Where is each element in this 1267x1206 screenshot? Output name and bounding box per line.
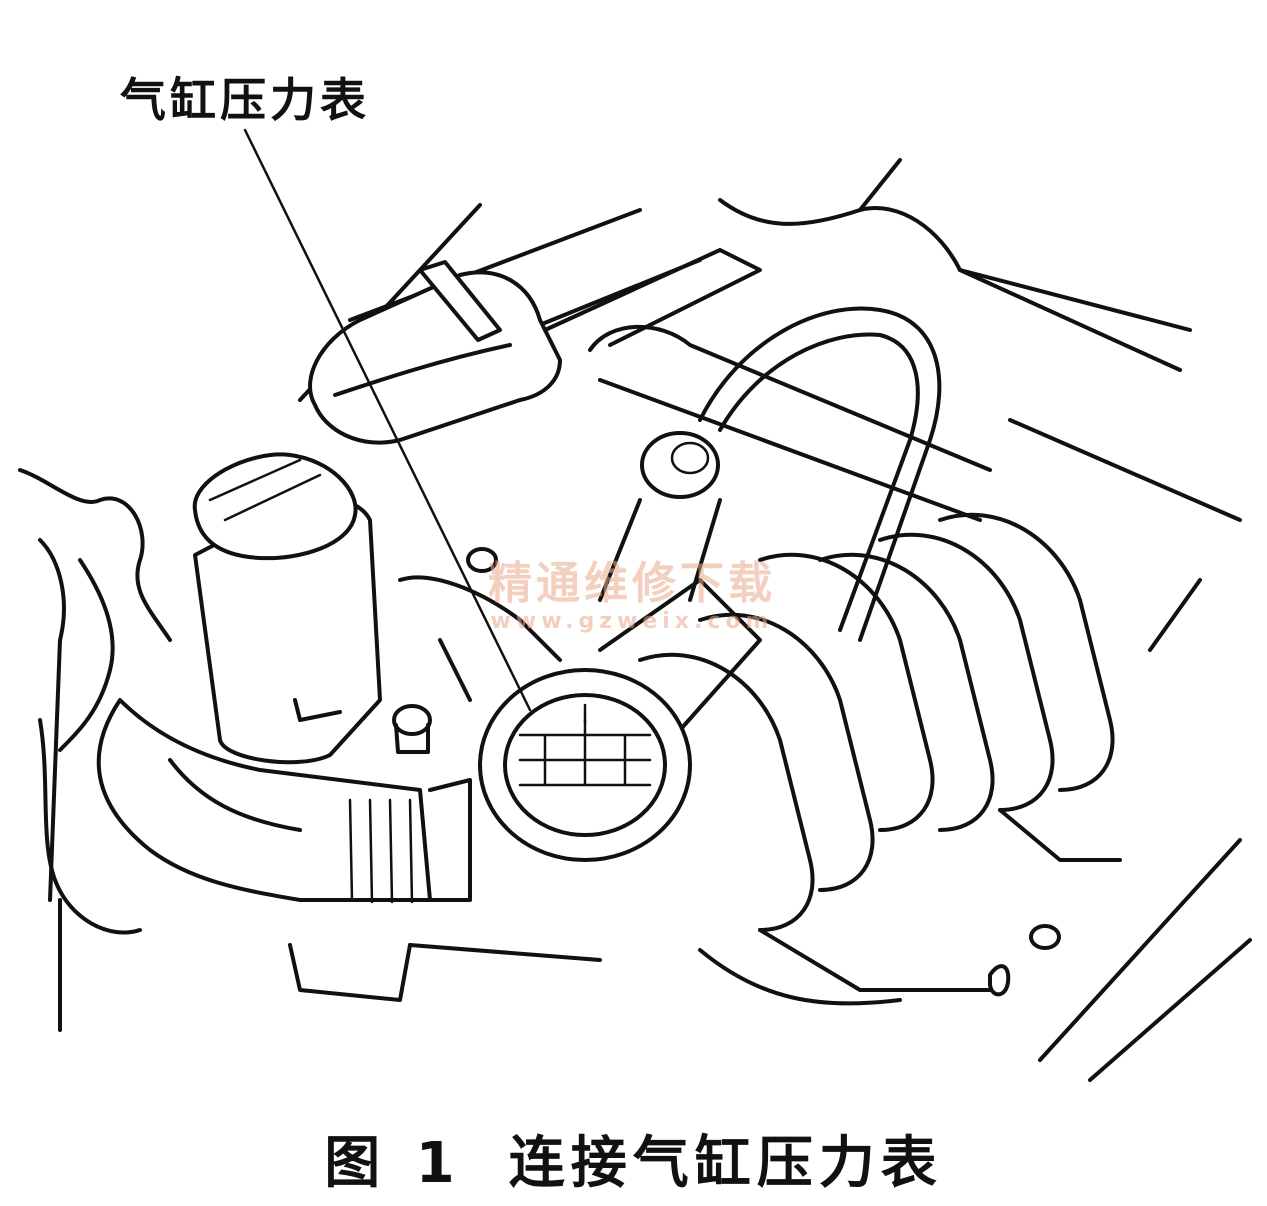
reservoir xyxy=(192,452,382,765)
callout-leader-line xyxy=(243,128,532,712)
compression-gauge xyxy=(478,578,762,862)
intake-plenum xyxy=(308,248,762,445)
coolant-hose xyxy=(96,698,472,904)
vacuum-hose xyxy=(598,306,942,642)
caption-title: 连接气缸压力表 xyxy=(508,1131,943,1196)
callout-label: 气缸压力表 xyxy=(120,73,370,127)
caption-number: 图 1 xyxy=(324,1131,463,1196)
left-body-contour xyxy=(18,468,172,1032)
lower-frame xyxy=(288,578,1252,1082)
small-fittings xyxy=(392,547,1061,997)
figure-caption: 图 1 连接气缸压力表 xyxy=(0,1118,1267,1199)
intake-manifold-runners xyxy=(588,324,1122,1006)
